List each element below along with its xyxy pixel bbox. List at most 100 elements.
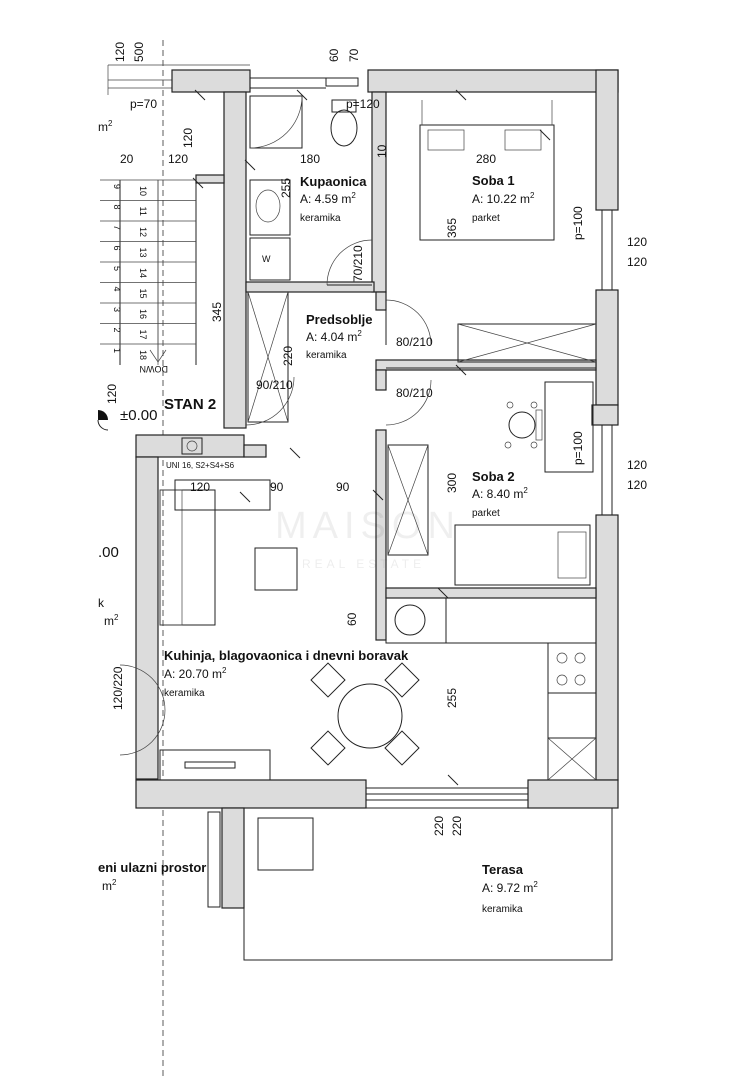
level-marker-icon: [98, 410, 108, 420]
partial-level: .00: [98, 544, 119, 561]
stair-left-mark: 7: [112, 225, 122, 230]
door-80-210-b: 80/210: [396, 386, 433, 400]
doors: [119, 239, 432, 756]
dim-top-70: 70: [347, 48, 361, 62]
room-name-ulazni: eni ulazni prostor: [98, 860, 206, 875]
stair-step-number: 12: [138, 227, 148, 237]
stair-step-number: 13: [138, 248, 148, 258]
dim-120-left: 120: [105, 384, 119, 404]
sofa-icon: [159, 479, 271, 626]
room-floor-kupaonica: keramika: [300, 213, 341, 224]
room-area-soba2: A: 8.40 m2: [472, 486, 528, 501]
dim-120-right-a: 120: [627, 235, 647, 249]
dim-top-120: 120: [113, 42, 127, 62]
room-floor-kuhinja: keramika: [164, 688, 205, 699]
dim-220-a: 220: [432, 816, 446, 836]
stair-step-number: 18: [138, 350, 148, 360]
stair-step-number: 15: [138, 289, 148, 299]
room-name-predsoblje: Predsoblje: [306, 312, 372, 327]
level-label: ±0.00: [120, 407, 157, 424]
dim-p100-b: p=100: [571, 431, 585, 465]
stair-left-mark: 8: [112, 205, 122, 210]
dim-180: 180: [300, 152, 320, 166]
door-90-210: 90/210: [256, 378, 293, 392]
room-floor-soba1: parket: [472, 213, 500, 224]
room-floor-soba2: parket: [472, 508, 500, 519]
bathroom-fixtures: W: [249, 95, 358, 281]
watermark-brand: MAISON: [275, 505, 461, 547]
room-name-kupaonica: Kupaonica: [300, 174, 367, 189]
chair-icon: [504, 401, 543, 449]
kitchen-counter: [385, 597, 597, 781]
bed-icon: [454, 524, 591, 586]
stair-left-mark: 5: [112, 266, 122, 271]
dimension-ticks: [192, 89, 551, 786]
stair-direction: DOWN: [140, 364, 169, 374]
dim-120-right-d: 120: [627, 478, 647, 492]
stair-left-mark: 4: [112, 287, 122, 292]
room-area-ulazni: m2: [102, 878, 117, 893]
dim-top-60: 60: [327, 48, 341, 62]
stair-left-mark: 1: [112, 348, 122, 353]
dim-top-500: 500: [132, 42, 146, 62]
door-70-210: 70/210: [351, 245, 365, 282]
dim-120-right-c: 120: [627, 458, 647, 472]
terrace-outline: [243, 807, 613, 961]
room-area-predsoblje: A: 4.04 m2: [306, 329, 362, 344]
dim-60: 60: [345, 612, 359, 626]
stair-left-mark: 3: [112, 307, 122, 312]
watermark-sub: REAL ESTATE: [302, 557, 425, 571]
coffee-table: [254, 547, 298, 591]
door-80-210-a: 80/210: [396, 335, 433, 349]
room-name-soba1: Soba 1: [472, 173, 515, 188]
dim-p70: p=70: [130, 97, 157, 111]
partial-k: k: [98, 596, 105, 610]
dim-220-b: 220: [450, 816, 464, 836]
dim-345: 345: [210, 302, 224, 322]
apartment-name: STAN 2: [164, 396, 216, 413]
room-area-terasa: A: 9.72 m2: [482, 880, 538, 895]
room-floor-terasa: keramika: [482, 904, 523, 915]
stair-step-number: 16: [138, 309, 148, 319]
dim-280: 280: [476, 152, 496, 166]
partial-m2: m2: [104, 613, 119, 628]
stair-left-mark: 2: [112, 328, 122, 333]
door-120-220: 120/220: [111, 666, 125, 710]
room-floor-predsoblje: keramika: [306, 350, 347, 361]
room-area-kuhinja: A: 20.70 m2: [164, 666, 227, 681]
dim-120-corr: 120: [190, 480, 210, 494]
room-area-kupaonica: A: 4.59 m2: [300, 191, 356, 206]
installation-shaft: [181, 437, 203, 455]
room-name-terasa: Terasa: [482, 862, 524, 877]
stair-arrow-icon: [149, 180, 167, 363]
room-name-kuhinja: Kuhinja, blagovaonica i dnevni boravak: [164, 648, 409, 663]
desk: [544, 381, 594, 473]
dining-table-icon: [310, 662, 420, 766]
dim-p120: p=120: [346, 97, 380, 111]
stair-step-number: 14: [138, 268, 148, 278]
dim-20: 20: [120, 152, 134, 166]
stair-step-number: 17: [138, 330, 148, 340]
stair-left-mark: 6: [112, 246, 122, 251]
stair-step-number: 10: [138, 186, 148, 196]
stair-step-number: 11: [138, 207, 148, 216]
dim-120-vertical: 120: [181, 128, 195, 148]
dim-p100-a: p=100: [571, 206, 585, 240]
dim-90-b: 90: [336, 480, 350, 494]
dim-220-hall: 220: [281, 346, 295, 366]
partial-top-m: m2: [98, 119, 113, 134]
dim-255-bath: 255: [279, 178, 293, 198]
room-area-soba1: A: 10.22 m2: [472, 191, 535, 206]
dim-300: 300: [445, 473, 459, 493]
stair-left-mark: 9: [112, 184, 122, 189]
dim-120-right-b: 120: [627, 255, 647, 269]
walls: [135, 69, 619, 909]
dim-365: 365: [445, 218, 459, 238]
bed-icon: [419, 100, 555, 241]
svg-text:W: W: [262, 254, 271, 264]
room-name-soba2: Soba 2: [472, 469, 515, 484]
dim-90-a: 90: [270, 480, 284, 494]
dim-10: 10: [375, 144, 389, 158]
